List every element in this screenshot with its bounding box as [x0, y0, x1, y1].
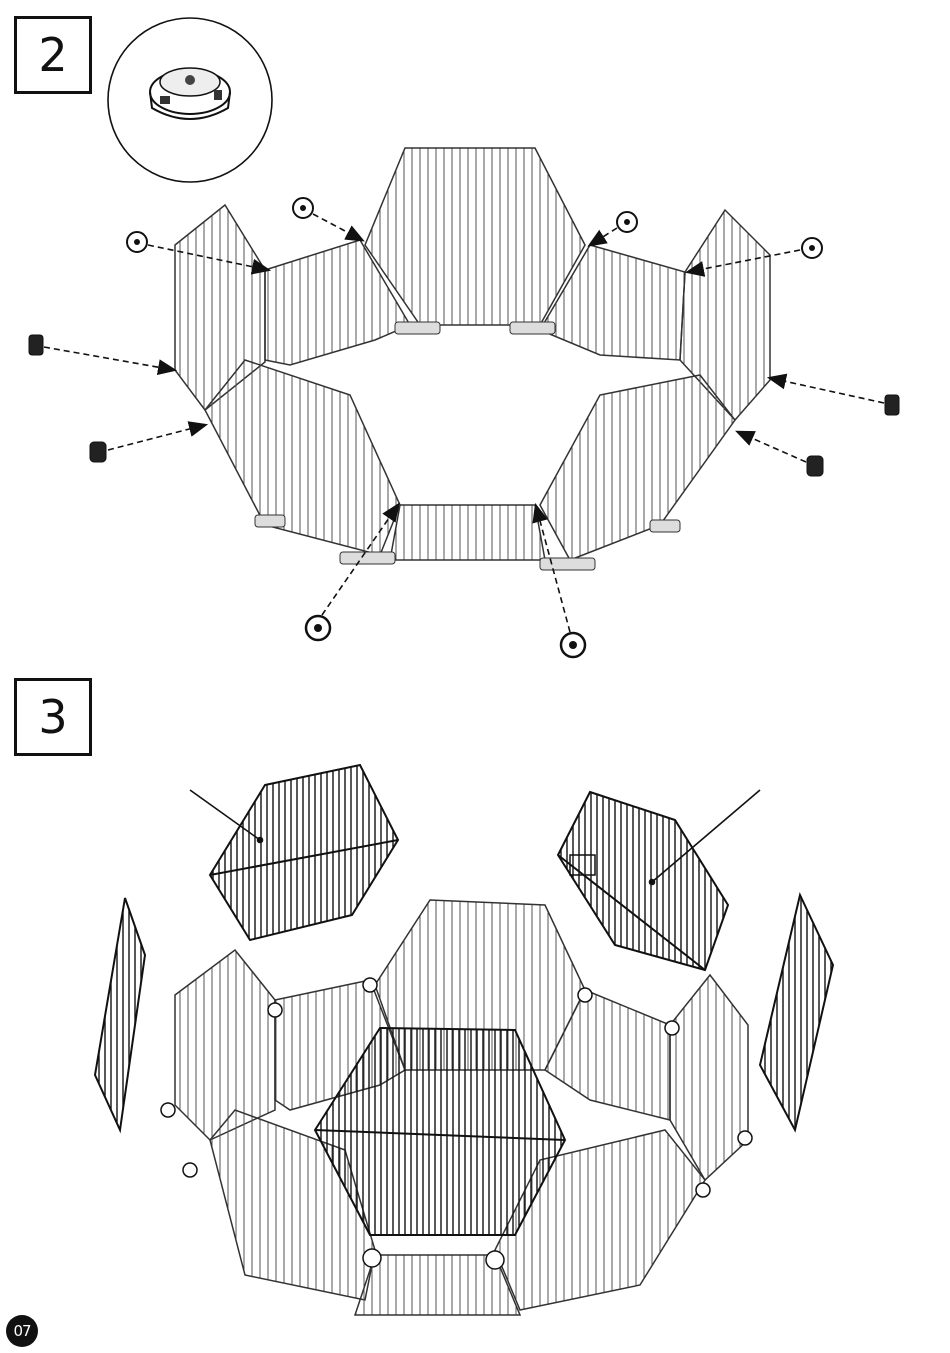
clip-connector-icon: [90, 442, 106, 462]
front-panel: [390, 505, 545, 560]
front-left-panel: [205, 360, 400, 555]
clip-connector-icon: [150, 68, 230, 119]
page-number: 07: [13, 1322, 30, 1340]
arrow-icon: [313, 214, 362, 240]
clip-connector-icon: [363, 1249, 381, 1267]
arrow-icon: [44, 347, 174, 370]
step-2-illustration: [29, 18, 899, 657]
arrow-icon: [770, 378, 884, 403]
left-panel: [175, 950, 275, 1140]
clip-connector-icon: [306, 616, 330, 640]
clip-connector-icon: [161, 1103, 175, 1117]
pen-panels-step2: [175, 148, 770, 560]
clip-connector-icon: [802, 238, 822, 258]
clip-connector-icon: [29, 335, 43, 355]
clip-connector-icon: [885, 395, 899, 415]
clip-connector-icon: [486, 1251, 504, 1269]
clip-connector-icon: [127, 232, 147, 252]
clip-connector-icon: [578, 988, 592, 1002]
clip-connector-icon: [617, 212, 637, 232]
clip-connector-icon: [807, 456, 823, 476]
front-right-panel: [540, 375, 735, 560]
far-right-panel: [760, 895, 833, 1130]
clip-connector-icon: [268, 1003, 282, 1017]
arrow-icon: [108, 425, 205, 450]
right-panel: [670, 975, 748, 1180]
clip-connector-icon: [183, 1163, 197, 1177]
back-panel: [365, 148, 585, 325]
page-number-badge: 07: [6, 1315, 38, 1347]
arrow-icon: [738, 432, 806, 462]
clip-connector-icon: [738, 1131, 752, 1145]
clip-connector-icon: [561, 633, 585, 657]
clip-connector-icon: [293, 198, 313, 218]
arrow-icon: [590, 228, 617, 245]
top-left-panel: [210, 765, 398, 940]
step-3-illustration: [95, 765, 833, 1315]
detail-callout: [108, 18, 272, 182]
far-left-panel: [95, 898, 145, 1130]
top-right-panel: [558, 792, 728, 970]
clip-connector-icon: [665, 1021, 679, 1035]
clip-connector-icon: [696, 1183, 710, 1197]
clip-connector-icon: [363, 978, 377, 992]
